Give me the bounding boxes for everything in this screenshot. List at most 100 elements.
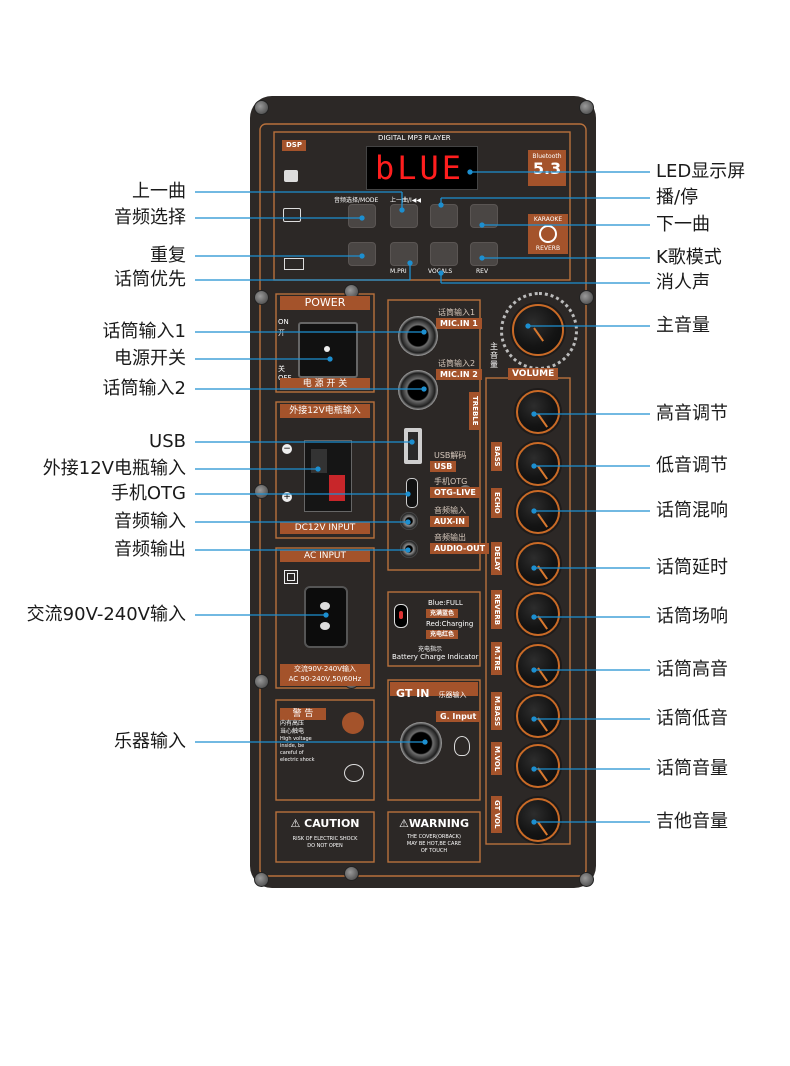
knob-label-mtre: M.TRE [491, 642, 502, 675]
warning-header: 警 告 [280, 708, 326, 720]
warning2-line: THE COVER(ORBACK) [407, 834, 461, 840]
charge-en: Battery Charge Indicator [392, 653, 479, 661]
repeat-button[interactable] [348, 242, 376, 266]
guitar-input-jack[interactable] [400, 722, 442, 764]
bluetooth-version: 5.3 [532, 159, 562, 178]
warning2-box: ⚠WARNING THE COVER(ORBACK) MAY BE HOT,BE… [390, 816, 478, 860]
aux-in-jack[interactable] [400, 512, 418, 530]
callout-audio-in: 音频输入 [114, 511, 186, 532]
dc12v-terminal[interactable] [304, 440, 352, 512]
guitar-volume-knob[interactable] [516, 798, 560, 842]
prev-button[interactable] [390, 204, 418, 228]
caution-box: ⚠ CAUTION RISK OF ELECTRIC SHOCK DO NOT … [280, 816, 370, 860]
reverb-label: REVERB [535, 245, 561, 252]
echo-knob[interactable] [516, 490, 560, 534]
usb-en: USB [430, 461, 457, 472]
next-button[interactable] [470, 204, 498, 228]
minus-icon: − [282, 444, 292, 454]
bass-knob[interactable] [516, 442, 560, 486]
charge-blue: Blue:FULL [428, 599, 463, 607]
play-pause-button[interactable] [430, 204, 458, 228]
treble-knob[interactable] [516, 390, 560, 434]
power-switch[interactable] [298, 322, 358, 378]
vocal-cut-button[interactable] [430, 242, 458, 266]
callout-ext-12v: 外接12V电瓶输入 [42, 458, 186, 479]
ac-socket[interactable] [304, 586, 348, 648]
plus-icon: + [282, 492, 292, 502]
knob-label-treble: TREBLE [469, 392, 480, 430]
knob-label-bass: BASS [491, 442, 502, 471]
caution-line: DO NOT OPEN [307, 843, 343, 849]
volume-title: VOLUME [508, 368, 559, 380]
callout-karaoke-mode: K歌模式 [656, 247, 722, 268]
mic-in-2-jack[interactable] [398, 370, 438, 410]
screw [254, 872, 269, 887]
callout-ac-in: 交流90V-240V输入 [26, 604, 186, 625]
mode-button[interactable] [348, 204, 376, 228]
charge-led [394, 604, 408, 628]
gtin-header: GT IN 乐器输入 [390, 682, 478, 700]
reverb-knob[interactable] [516, 592, 560, 636]
delay-knob[interactable] [516, 542, 560, 586]
callout-next-track: 下一曲 [656, 214, 710, 235]
g-input-label: G. Input [436, 711, 481, 722]
mic-priority-button[interactable] [390, 242, 418, 266]
usb-cn: USB解码 [434, 451, 467, 460]
terminal-red [329, 475, 345, 501]
callout-mic-echo: 话筒混响 [656, 500, 728, 521]
rev-label: REV [476, 268, 489, 275]
knob-label-delay: DELAY [491, 542, 502, 575]
mpri-label: M.PRI [390, 268, 407, 275]
auxout-cn: 音频输出 [434, 533, 466, 542]
caution-title: ⚠ CAUTION [290, 817, 360, 830]
dc12v-bar: DC12V INPUT [280, 522, 370, 534]
callout-bass: 低音调节 [656, 455, 728, 476]
callout-treble: 高音调节 [656, 403, 728, 424]
heat-icon [342, 712, 364, 734]
ext12v-title: 外接12V电瓶输入 [289, 406, 361, 416]
callout-mic-in-1: 话筒输入1 [102, 321, 186, 342]
battery-icon [284, 258, 304, 270]
callout-master-volume: 主音量 [656, 315, 710, 336]
audio-out-jack[interactable] [400, 540, 418, 558]
charge-red-cn: 充电红色 [426, 630, 459, 639]
bluetooth-badge: Bluetooth 5.3 [528, 150, 566, 186]
karaoke-button[interactable] [470, 242, 498, 266]
screw [254, 484, 269, 499]
master-cn: 主音量 [490, 342, 498, 369]
led-display: bLUE [366, 146, 478, 190]
knob-label-reverb: REVERB [491, 590, 502, 630]
usb-port[interactable] [404, 428, 422, 464]
amplifier-panel: DIGITAL MP3 PLAYER DSP bLUE Bluetooth 5.… [250, 96, 596, 888]
otg-cn: 手机OTG [434, 477, 468, 486]
knob-label-mvol: M.VOL [491, 742, 502, 776]
callout-led-display: LED显示屏 [656, 161, 746, 182]
warning-line: inside, be [280, 743, 305, 749]
ac-en: AC 90-240V,50/60Hz [288, 675, 362, 683]
player-title: DIGITAL MP3 PLAYER [378, 134, 451, 142]
callout-usb: USB [149, 431, 186, 452]
mic-treble-knob[interactable] [516, 644, 560, 688]
knob-label-echo: ECHO [491, 488, 502, 518]
led-text: bLUE [375, 149, 465, 187]
callout-mic-volume: 话筒音量 [656, 758, 728, 779]
mic-in-1-jack[interactable] [398, 316, 438, 356]
auxin-cn: 音频输入 [434, 506, 466, 515]
ext12v-header: 外接12V电瓶输入 [280, 404, 370, 418]
mic-bass-knob[interactable] [516, 694, 560, 738]
master-volume-knob[interactable] [512, 304, 564, 356]
auxout-en: AUDIO-OUT [430, 543, 490, 554]
ac-header: AC INPUT [280, 550, 370, 562]
otg-port[interactable] [406, 478, 418, 508]
karaoke-icon [539, 225, 557, 243]
warning-line: electric shock [280, 757, 315, 763]
callout-mic-delay: 话筒延时 [656, 557, 728, 578]
caution-line: RISK OF ELECTRIC SHOCK [292, 836, 358, 842]
charge-blue-cn: 充满蓝色 [426, 609, 459, 618]
ac-cn-bar: 交流90V-240V输入 AC 90-240V,50/60Hz [280, 664, 370, 686]
ac-cn: 交流90V-240V输入 [294, 665, 356, 673]
karaoke-label: KARAOKE [533, 216, 563, 223]
power-kai-label: 开 [278, 329, 285, 337]
fire-icon [344, 764, 364, 782]
mic-volume-knob[interactable] [516, 744, 560, 788]
